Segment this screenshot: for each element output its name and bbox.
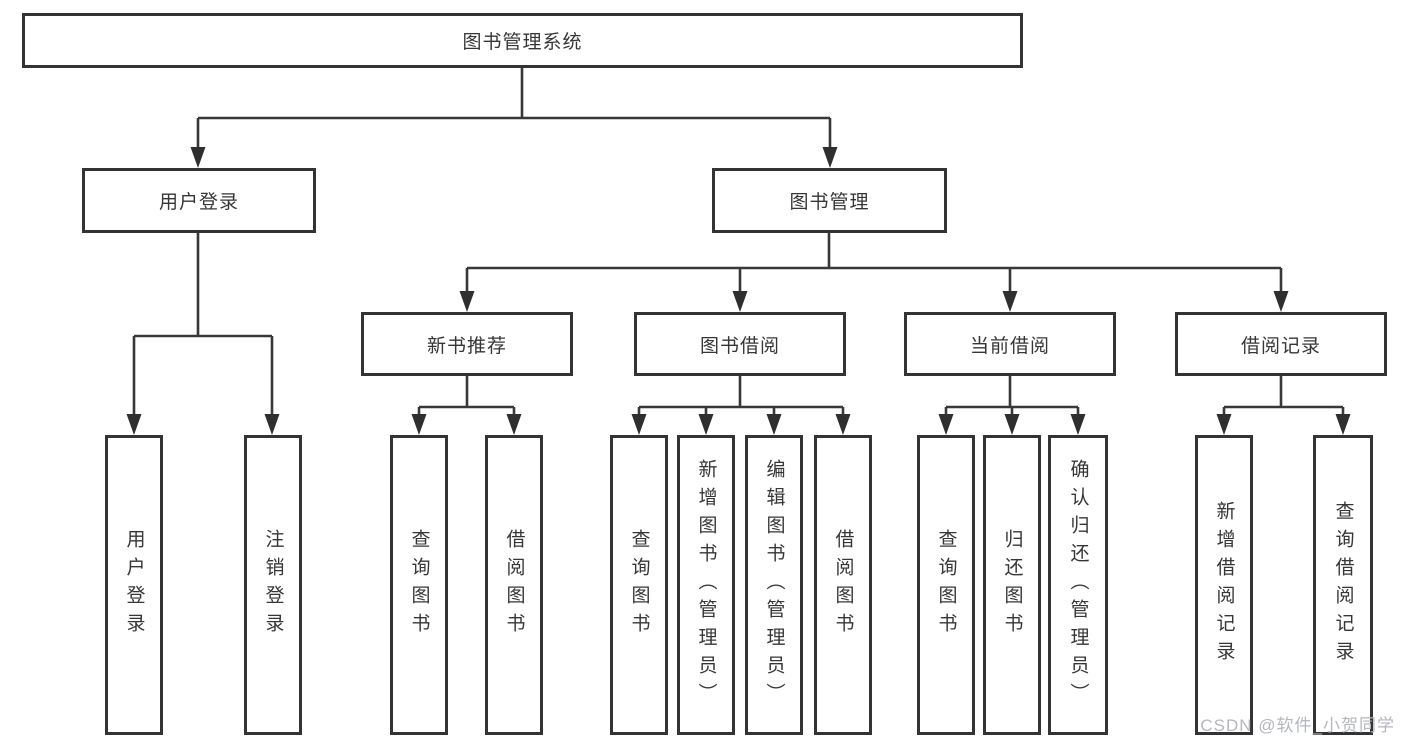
node-library-system: 图书管理系统 — [22, 13, 1023, 68]
node-borrowing-records: 借阅记录 — [1175, 312, 1387, 376]
leaf-borrowing-borrow-books-label: 借阅图书 — [832, 529, 854, 641]
leaf-borrowing-edit-books-admin-label: 编辑图书（管理员） — [763, 459, 785, 711]
leaf-logout: 注销登录 — [244, 435, 302, 735]
leaf-recommend-query-books: 查询图书 — [390, 435, 448, 735]
edge-login-to-leaves — [126, 233, 280, 435]
leaf-current-return-books-label: 归还图书 — [1001, 529, 1023, 641]
edge-recommend-to-leaves — [411, 376, 522, 435]
leaf-borrowing-query-books: 查询图书 — [610, 435, 668, 735]
leaf-user-login-label: 用户登录 — [123, 529, 145, 641]
leaf-current-return-books: 归还图书 — [983, 435, 1041, 735]
leaf-recommend-borrow-books: 借阅图书 — [485, 435, 543, 735]
node-current-borrowing: 当前借阅 — [904, 312, 1116, 376]
node-book-management: 图书管理 — [712, 168, 947, 233]
edge-records-to-leaves — [1216, 376, 1351, 435]
node-book-borrowing: 图书借阅 — [634, 312, 846, 376]
edge-mgmt-to-level3 — [459, 233, 1289, 312]
watermark: CSDN @软件_小贺同学 — [1200, 716, 1395, 735]
leaf-current-confirm-return-admin: 确认归还（管理员） — [1048, 435, 1108, 735]
leaf-current-query-books-label: 查询图书 — [935, 529, 957, 641]
edge-borrow-to-leaves — [631, 376, 851, 435]
leaf-records-query-record: 查询借阅记录 — [1313, 435, 1373, 735]
leaf-logout-label: 注销登录 — [262, 529, 284, 641]
leaf-records-add-record: 新增借阅记录 — [1195, 435, 1253, 735]
edge-root-to-level2 — [190, 68, 838, 168]
leaf-current-query-books: 查询图书 — [917, 435, 975, 735]
leaf-user-login: 用户登录 — [105, 435, 163, 735]
leaf-borrowing-add-books-admin: 新增图书（管理员） — [677, 435, 735, 735]
leaf-recommend-query-books-label: 查询图书 — [408, 529, 430, 641]
edge-current-to-leaves — [938, 376, 1086, 435]
leaf-records-query-record-label: 查询借阅记录 — [1332, 501, 1354, 669]
node-user-login: 用户登录 — [82, 168, 316, 233]
node-new-book-recommend: 新书推荐 — [361, 312, 573, 376]
leaf-recommend-borrow-books-label: 借阅图书 — [503, 529, 525, 641]
leaf-current-confirm-return-admin-label: 确认归还（管理员） — [1067, 459, 1089, 711]
leaf-borrowing-add-books-admin-label: 新增图书（管理员） — [695, 459, 717, 711]
leaf-borrowing-edit-books-admin: 编辑图书（管理员） — [745, 435, 803, 735]
leaf-records-add-record-label: 新增借阅记录 — [1213, 501, 1235, 669]
leaf-borrowing-borrow-books: 借阅图书 — [814, 435, 872, 735]
leaf-borrowing-query-books-label: 查询图书 — [628, 529, 650, 641]
